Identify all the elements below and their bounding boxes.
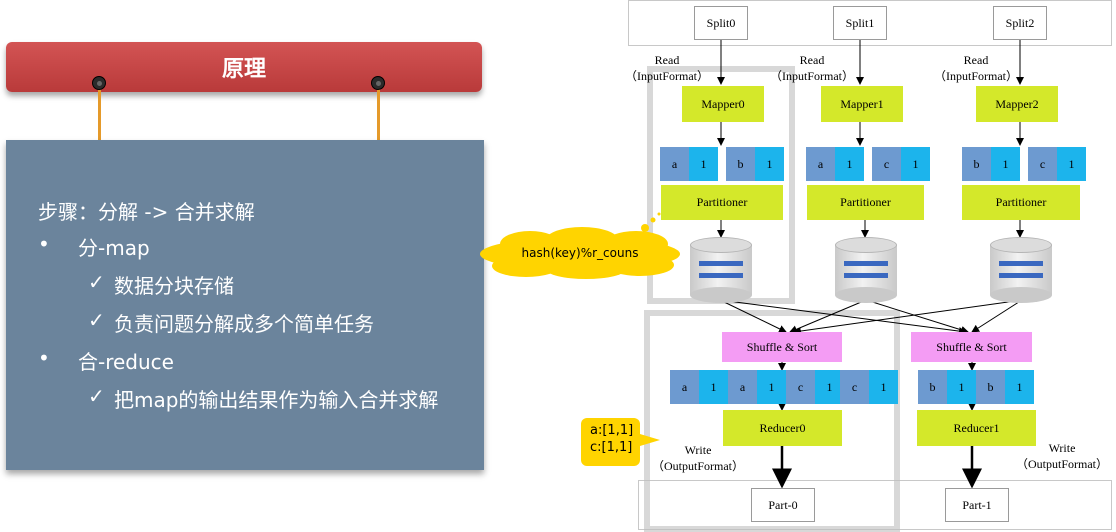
bullet-icon: • bbox=[38, 346, 50, 370]
kv-key: a bbox=[660, 147, 689, 181]
item-reduce-label: 合-reduce bbox=[78, 350, 174, 374]
subitem-label: 把map的输出结果作为输入合并求解 bbox=[114, 388, 439, 412]
partitioner-box: Partitioner bbox=[807, 185, 924, 220]
subitem-label: 数据分块存储 bbox=[114, 274, 234, 298]
check-icon: ✓ bbox=[88, 308, 105, 332]
disk-icon bbox=[690, 237, 752, 303]
kv-key: b bbox=[918, 370, 947, 404]
item-map-label: 分-map bbox=[78, 236, 150, 260]
read-label: Read（InputFormat） bbox=[934, 53, 1018, 83]
disk-icon bbox=[835, 237, 897, 303]
principle-banner: 原理 bbox=[6, 42, 482, 92]
mapper-box: Mapper2 bbox=[976, 86, 1058, 122]
kv-value: 1 bbox=[991, 147, 1020, 181]
output-part-box: Part-1 bbox=[945, 488, 1009, 522]
split-box: Split2 bbox=[993, 6, 1047, 40]
hash-cloud-shape bbox=[480, 212, 680, 279]
output-part-box: Part-0 bbox=[751, 488, 815, 522]
write-label: Write（OutputFormat） bbox=[1016, 441, 1108, 471]
kv-value: 1 bbox=[815, 370, 844, 404]
hash-label: hash(key)%r_couns bbox=[521, 246, 639, 260]
kv-key: c bbox=[872, 147, 901, 181]
disk-icon bbox=[990, 237, 1052, 303]
kv-value: 1 bbox=[869, 370, 898, 404]
read-label: Read（InputFormat） bbox=[770, 53, 854, 83]
reduce-highlight bbox=[644, 310, 900, 532]
reducer-box: Reducer0 bbox=[723, 410, 842, 446]
shuffle-sort-box: Shuffle & Sort bbox=[911, 332, 1032, 362]
partitioner-box: Partitioner bbox=[962, 185, 1080, 220]
kv-key: c bbox=[840, 370, 869, 404]
banner-string-right bbox=[377, 86, 380, 148]
pin-icon bbox=[371, 76, 385, 90]
reducer-result-line: c:[1,1] bbox=[590, 440, 633, 455]
kv-value: 1 bbox=[689, 147, 718, 181]
subitem-label: 负责问题分解成多个简单任务 bbox=[114, 312, 374, 336]
mapper-box: Mapper1 bbox=[821, 86, 903, 122]
kv-value: 1 bbox=[901, 147, 930, 181]
steps-title: 步骤：分解 -> 合并求解 bbox=[38, 200, 255, 224]
split-box: Split0 bbox=[694, 6, 748, 40]
kv-key: a bbox=[728, 370, 757, 404]
banner-string-left bbox=[98, 86, 101, 148]
kv-value: 1 bbox=[699, 370, 728, 404]
map-output-row: a 1 b 1 bbox=[660, 147, 784, 181]
kv-value: 1 bbox=[1057, 147, 1086, 181]
kv-key: a bbox=[670, 370, 699, 404]
kv-value: 1 bbox=[947, 370, 976, 404]
kv-value: 1 bbox=[755, 147, 784, 181]
map-output-row: b 1 c 1 bbox=[962, 147, 1086, 181]
principle-title: 原理 bbox=[221, 57, 266, 82]
kv-key: c bbox=[1028, 147, 1057, 181]
map-output-row: a 1 c 1 bbox=[806, 147, 930, 181]
partitioner-box: Partitioner bbox=[661, 185, 783, 220]
bullet-icon: • bbox=[38, 232, 50, 256]
principle-board: 步骤：分解 -> 合并求解 • 分-map ✓ 数据分块存储 ✓ 负责问题分解成… bbox=[6, 140, 484, 470]
reducer-input-row: b 1 b 1 bbox=[918, 370, 1034, 404]
mapper-box: Mapper0 bbox=[682, 86, 764, 122]
shuffle-sort-box: Shuffle & Sort bbox=[722, 332, 842, 362]
kv-key: b bbox=[976, 370, 1005, 404]
reducer-result-line: a:[1,1] bbox=[590, 423, 634, 438]
kv-value: 1 bbox=[835, 147, 864, 181]
kv-key: b bbox=[726, 147, 755, 181]
kv-key: b bbox=[962, 147, 991, 181]
check-icon: ✓ bbox=[88, 270, 105, 294]
kv-key: c bbox=[786, 370, 815, 404]
reducer-box: Reducer1 bbox=[917, 410, 1036, 446]
write-label: Write（OutputFormat） bbox=[652, 443, 744, 473]
check-icon: ✓ bbox=[88, 384, 105, 408]
parts-frame bbox=[638, 480, 1112, 530]
kv-value: 1 bbox=[1005, 370, 1034, 404]
read-label: Read（InputFormat） bbox=[625, 53, 709, 83]
reducer-input-row: a 1 a 1 c 1 c 1 bbox=[670, 370, 898, 404]
reducer-result-callout: a:[1,1] c:[1,1] bbox=[581, 418, 640, 466]
split-box: Split1 bbox=[833, 6, 887, 40]
pin-icon bbox=[92, 76, 106, 90]
kv-key: a bbox=[806, 147, 835, 181]
kv-value: 1 bbox=[757, 370, 786, 404]
